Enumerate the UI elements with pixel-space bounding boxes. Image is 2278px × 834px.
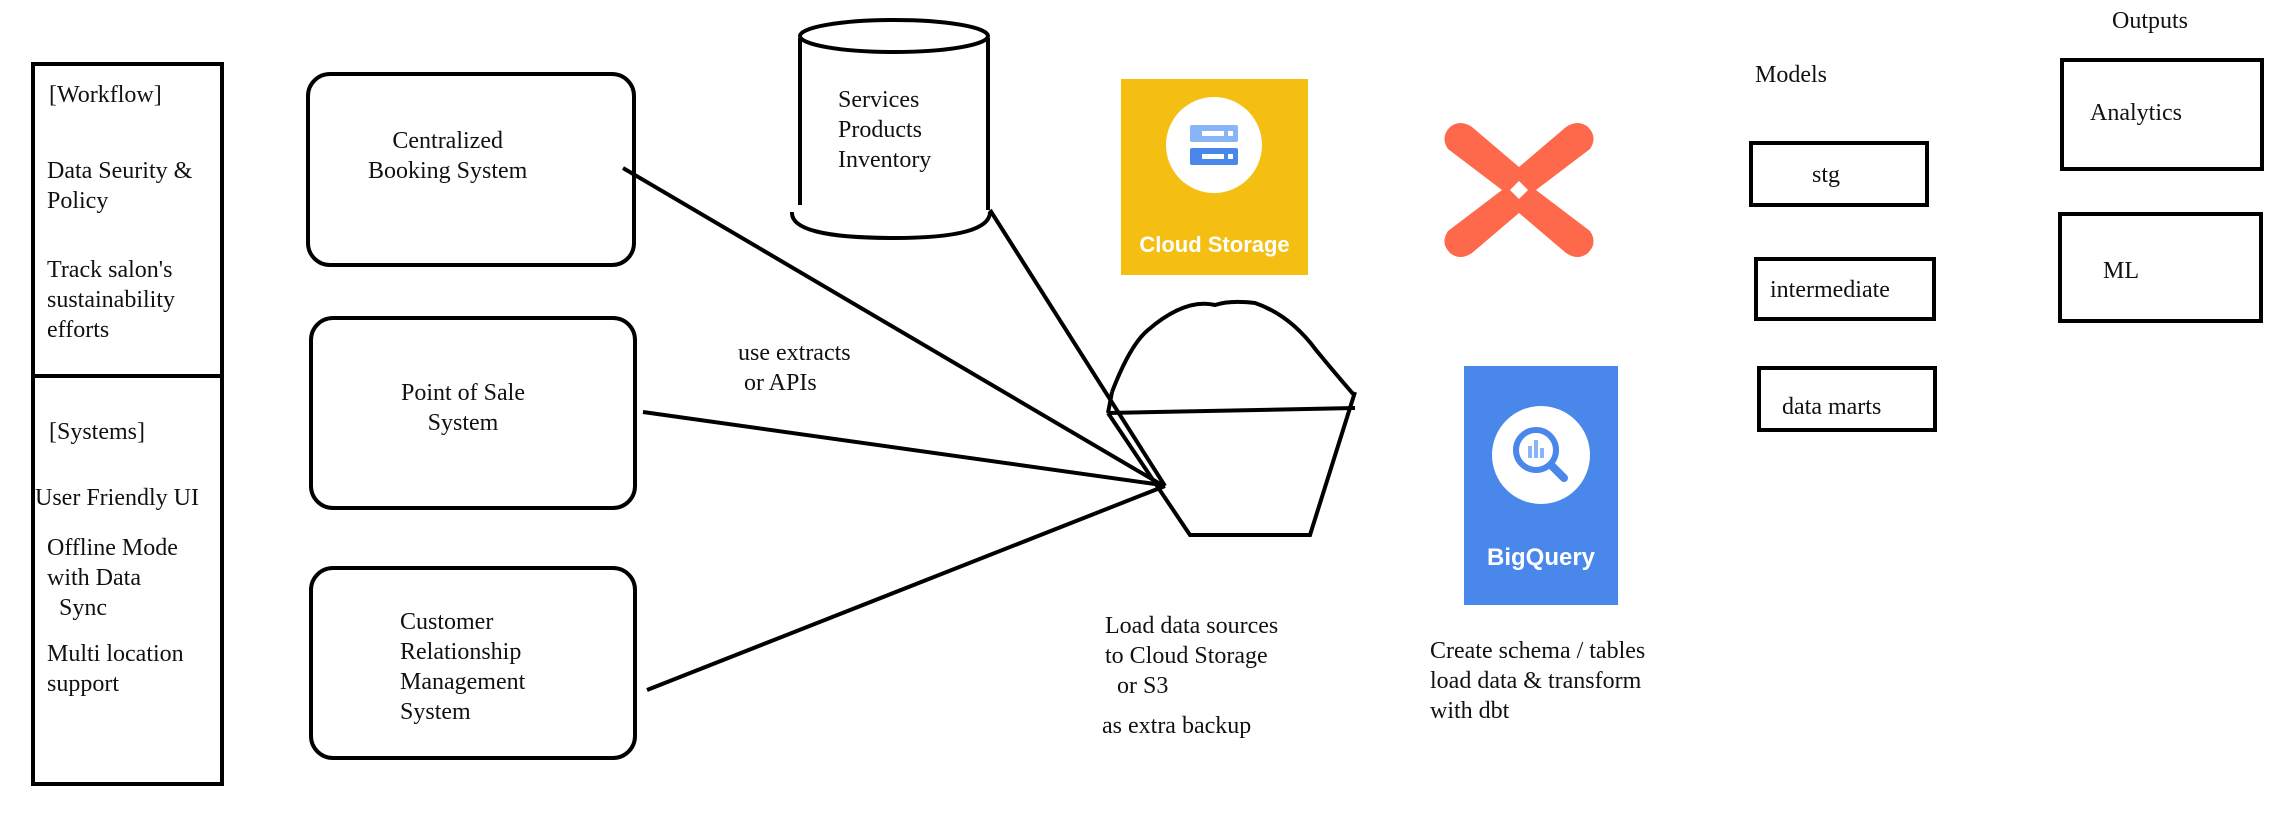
output-ml-label: ML xyxy=(2103,258,2139,284)
output-ml-box xyxy=(2058,212,2263,323)
cloud-storage-label: Cloud Storage xyxy=(1139,232,1290,257)
workflow-item-sustainability: Track salon's sustainability efforts xyxy=(47,257,175,343)
storage-bucket xyxy=(1106,299,1357,537)
systems-panel xyxy=(31,374,224,786)
model-stg-box xyxy=(1749,141,1929,207)
output-analytics-label: Analytics xyxy=(2090,100,2182,126)
booking-system-box xyxy=(306,72,636,267)
workflow-item-security: Data Seurity & Policy xyxy=(47,158,193,214)
bigquery-label: BigQuery xyxy=(1486,544,1596,571)
warehouse-caption: Create schema / tables load data & trans… xyxy=(1430,638,1646,724)
model-data-marts-label: data marts xyxy=(1782,394,1882,420)
bigquery-icon xyxy=(1492,406,1590,504)
edge-crm-to-bucket xyxy=(646,484,1166,692)
systems-item-ui: User Friendly UI xyxy=(35,485,199,511)
edge-database-to-bucket xyxy=(988,208,1167,488)
systems-header: [Systems] xyxy=(49,419,145,445)
crm-system-label: Customer Relationship Management System xyxy=(400,609,526,725)
output-analytics-box xyxy=(2060,58,2264,171)
model-intermediate-label: intermediate xyxy=(1770,277,1890,303)
database-cylinder xyxy=(790,18,992,241)
dbt-icon xyxy=(1432,115,1607,265)
pos-system-label: Point of Sale System xyxy=(401,380,525,436)
crm-system-box xyxy=(309,566,637,760)
backup-caption: as extra backup xyxy=(1102,713,1252,739)
bigquery-logo: BigQuery xyxy=(1464,366,1618,605)
models-header: Models xyxy=(1755,62,1827,88)
load-caption: Load data sources to Cloud Storage or S3 xyxy=(1105,613,1279,699)
pos-system-box xyxy=(309,316,637,510)
systems-item-offline: Offline Mode with Data Sync xyxy=(47,535,178,621)
cloud-storage-icon xyxy=(1166,97,1262,193)
model-data-marts-box xyxy=(1757,366,1937,432)
workflow-header: [Workflow] xyxy=(49,82,162,108)
edge-booking-to-bucket xyxy=(621,166,1164,487)
model-intermediate-box xyxy=(1754,257,1936,321)
booking-system-label: Centralized Booking System xyxy=(368,128,528,184)
extract-label: use extracts or APIs xyxy=(738,340,851,396)
systems-item-multilocation: Multi location support xyxy=(47,641,184,697)
outputs-header: Outputs xyxy=(2112,8,2189,34)
database-label: Services Products Inventory xyxy=(838,87,932,173)
model-stg-label: stg xyxy=(1812,162,1841,188)
edge-pos-to-bucket xyxy=(642,410,1163,487)
cloud-storage-logo: Cloud Storage xyxy=(1121,79,1308,275)
